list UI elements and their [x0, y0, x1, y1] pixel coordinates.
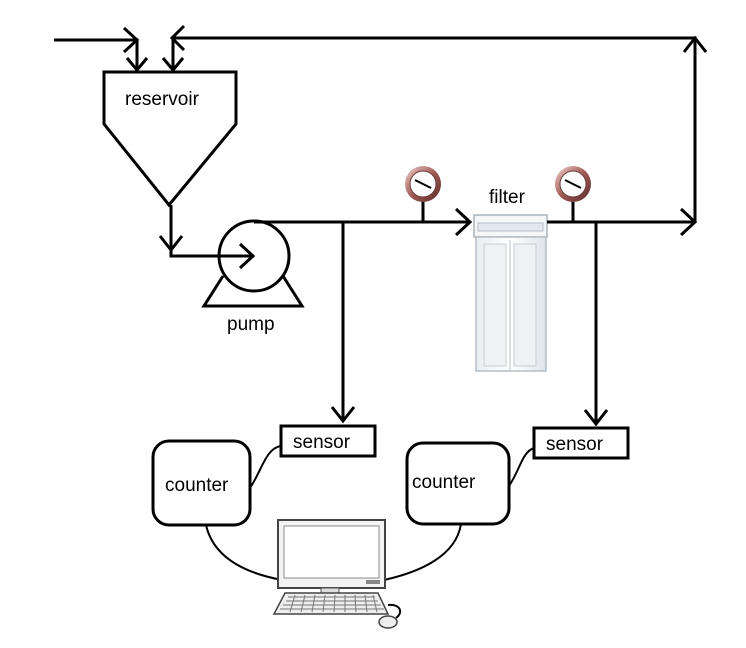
filter-housing-icon [473, 214, 548, 372]
pump-base [201, 275, 305, 308]
wire-sensor-counter-right [508, 447, 535, 487]
filter-label: filter [489, 187, 526, 208]
sensor-left: sensor [279, 424, 377, 458]
sensor-right-label: sensor [546, 434, 604, 455]
left-sensor-line [330, 222, 356, 424]
pressure-gauge-icon [414, 179, 432, 189]
counter-right-label: counter [412, 472, 476, 493]
wire-sensor-counter-left [249, 445, 282, 489]
sensor-right: sensor [532, 426, 630, 460]
pressure-gauge-left [405, 166, 441, 222]
return-pipe [161, 24, 708, 222]
filter-outlet-pipe [547, 207, 698, 237]
reservoir-label: reservoir [125, 89, 200, 110]
reservoir: reservoir [102, 70, 238, 208]
sensor-left-label: sensor [293, 432, 351, 453]
mouse-icon [378, 603, 402, 629]
pump-label: pump [227, 314, 275, 335]
computer-icon [277, 519, 386, 595]
inlet-pipe [54, 26, 149, 73]
counter-right: counter [405, 441, 511, 526]
main-line-arrow [454, 207, 473, 237]
keyboard-icon [272, 592, 390, 615]
wire-counter-computer-right [383, 523, 462, 581]
counter-left-label: counter [165, 475, 229, 496]
filter: filter [473, 187, 548, 372]
wire-counter-computer-left [205, 524, 283, 581]
counter-left: counter [151, 439, 252, 527]
right-sensor-line [583, 222, 609, 427]
reservoir-outlet-pipe [158, 205, 256, 270]
pressure-gauge-right [555, 166, 591, 222]
pressure-gauge-icon [564, 179, 582, 189]
pump: pump [201, 219, 470, 335]
